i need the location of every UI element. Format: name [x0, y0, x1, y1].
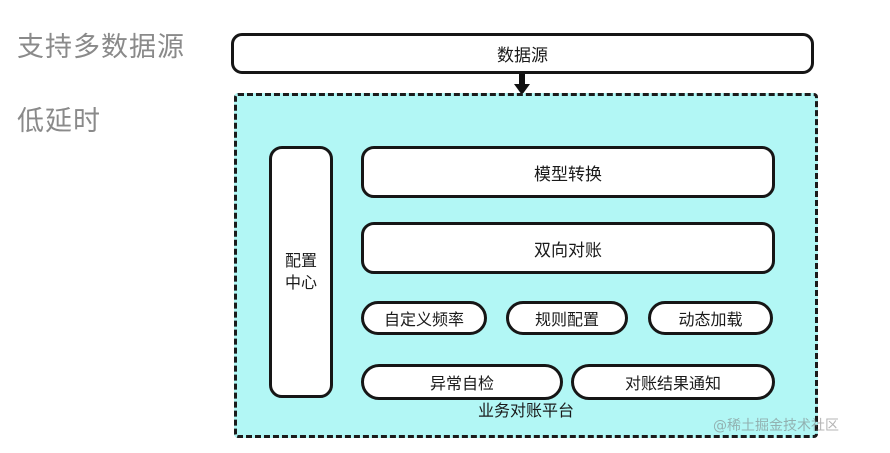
- dual-reconciliation-box: 双向对账: [361, 222, 775, 274]
- dynamic-loading-pill: 动态加载: [648, 301, 773, 335]
- reconciliation-result-notification-pill: 对账结果通知: [571, 364, 775, 400]
- watermark: @稀土掘金技术社区: [713, 418, 839, 434]
- arrow-down-icon: [514, 84, 530, 95]
- data-source-box: 数据源: [231, 33, 814, 74]
- side-label-multi-source: 支持多数据源: [17, 32, 185, 63]
- rule-config-pill: 规则配置: [506, 301, 628, 335]
- side-label-low-latency: 低延时: [17, 106, 101, 137]
- config-center-label-line1: 配置: [284, 251, 317, 271]
- platform-caption: 业务对账平台: [477, 401, 574, 420]
- custom-frequency-pill: 自定义频率: [361, 301, 487, 335]
- config-center-label-line2: 中心: [284, 273, 317, 292]
- business-reconciliation-platform-container: 配置 中心 模型转换 双向对账 自定义频率 规则配置 动态加载 异常自检 对账结…: [234, 93, 818, 438]
- model-conversion-box: 模型转换: [361, 146, 775, 198]
- arrow-down-icon-shaft: [519, 74, 525, 88]
- exception-self-check-pill: 异常自检: [361, 364, 563, 400]
- config-center-box: 配置 中心: [269, 146, 333, 398]
